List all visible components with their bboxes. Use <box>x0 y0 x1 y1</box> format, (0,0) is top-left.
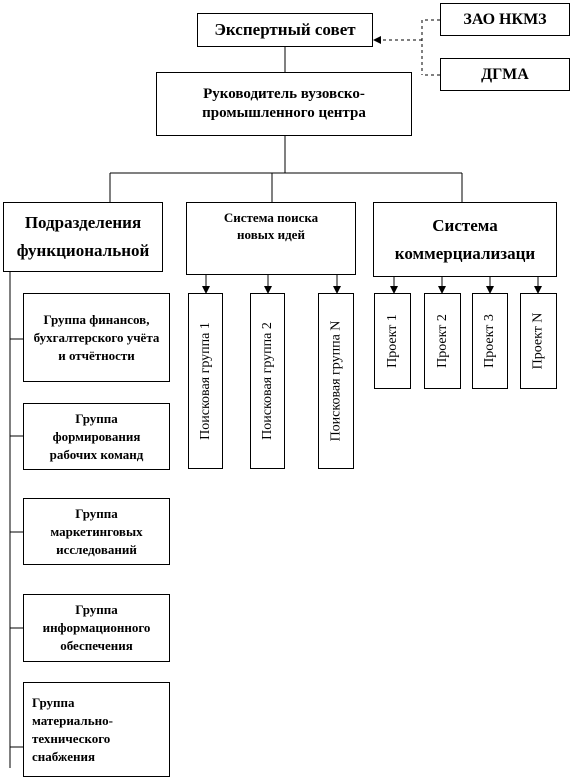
project-2-box: Проект 2 <box>424 293 461 389</box>
search-group-n-label: Поисковая группа N <box>328 320 344 442</box>
expert-council-label: Экспертный совет <box>214 20 356 39</box>
group-finance-box: Группа финансов, бухгалтерского учёта и … <box>23 293 170 382</box>
group-information-label: Группа информационного обеспечения <box>42 602 151 653</box>
partner-dgma-label: ДГМА <box>481 65 529 83</box>
commercialization-line2: коммерциализаци <box>394 243 536 263</box>
functional-units-line1: Подразделения <box>24 213 142 232</box>
functional-units-box: Подразделения функциональной <box>3 202 163 272</box>
group-marketing-box: Группа маркетинговых исследований <box>23 498 170 565</box>
expert-council-box: Экспертный совет <box>197 13 373 47</box>
commercialization-line1: Система <box>432 215 498 235</box>
project-1-box: Проект 1 <box>374 293 411 389</box>
center-head-box: Руководитель вузовско-промышленного цент… <box>156 72 412 136</box>
idea-search-system-box: Система поиска новых идей <box>186 202 356 275</box>
group-supply-box: Группа материально-технического снабжени… <box>23 682 170 777</box>
partner-nkmz-box: ЗАО НКМЗ <box>440 3 570 36</box>
search-links <box>202 275 341 294</box>
partner-nkmz-label: ЗАО НКМЗ <box>463 10 547 28</box>
search-group-2-box: Поисковая группа 2 <box>250 293 285 469</box>
project-2-label: Проект 2 <box>434 314 450 368</box>
group-teams-box: Группа формирования рабочих команд <box>23 403 170 470</box>
project-1-label: Проект 1 <box>384 314 400 368</box>
search-group-1-box: Поисковая группа 1 <box>188 293 223 469</box>
group-teams-label: Группа формирования рабочих команд <box>49 410 144 462</box>
project-3-box: Проект 3 <box>472 293 508 389</box>
functional-units-line2: функциональной <box>16 241 150 260</box>
commercialization-system-box: Система коммерциализаци <box>373 202 557 277</box>
search-group-1-label: Поисковая группа 1 <box>197 322 213 440</box>
group-finance-label: Группа финансов, бухгалтерского учёта и … <box>33 311 160 363</box>
idea-search-system-label: Система поиска новых идей <box>223 210 319 242</box>
search-group-2-label: Поисковая группа 2 <box>259 322 275 440</box>
partner-dgma-box: ДГМА <box>440 58 570 91</box>
search-group-n-box: Поисковая группа N <box>318 293 354 469</box>
partner-links <box>373 19 440 76</box>
project-links <box>390 277 542 294</box>
group-marketing-label: Группа маркетинговых исследований <box>50 505 143 557</box>
project-n-box: Проект N <box>520 293 557 389</box>
functional-spine <box>9 272 23 768</box>
project-n-label: Проект N <box>530 312 546 370</box>
center-head-label: Руководитель вузовско-промышленного цент… <box>202 86 366 121</box>
branch-links <box>109 135 463 202</box>
group-information-box: Группа информационного обеспечения <box>23 594 170 662</box>
group-supply-label: Группа материально-технического снабжени… <box>32 694 113 764</box>
project-3-label: Проект 3 <box>482 314 498 368</box>
